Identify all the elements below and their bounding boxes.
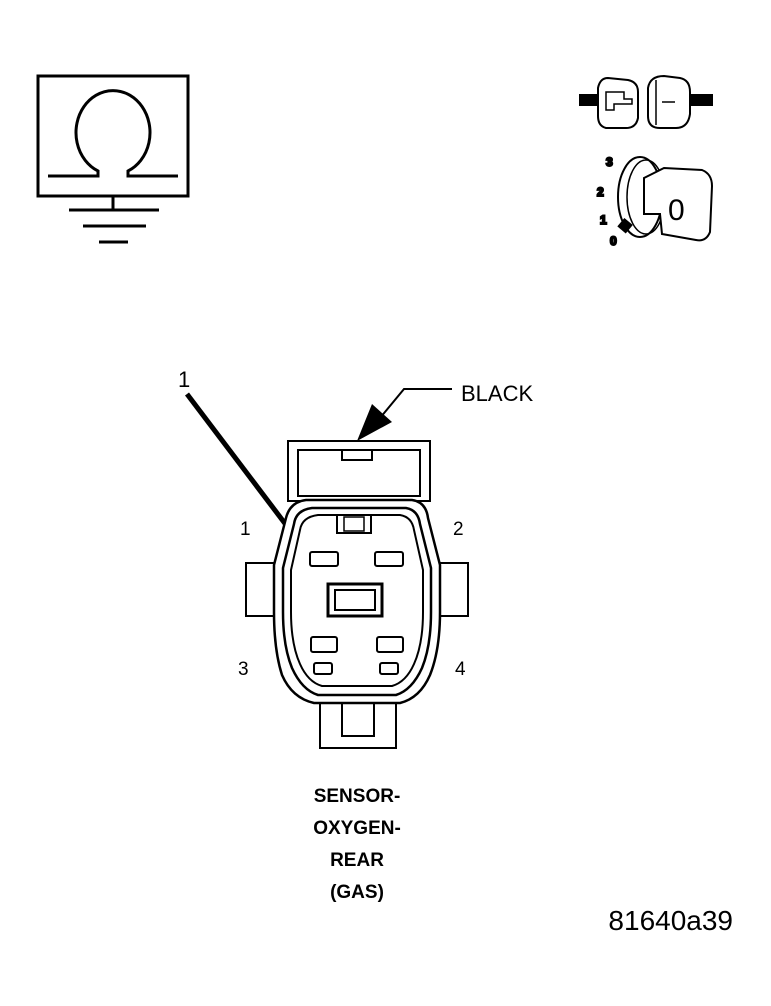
ignition-position-0: 0 <box>610 234 617 248</box>
cavity-label-3: 3 <box>238 659 249 680</box>
callout-number: 1 <box>178 367 190 392</box>
cavity-2 <box>374 551 404 567</box>
caption-line-4: (GAS) <box>330 882 384 903</box>
cavity-1 <box>309 551 339 567</box>
oxygen-sensor-connector <box>245 440 469 749</box>
ignition-key-label: 0 <box>668 194 685 227</box>
caption-line-2: OXYGEN- <box>313 818 401 839</box>
caption-line-3: REAR <box>330 850 384 871</box>
ohm-ground-icon <box>36 74 190 244</box>
figure-id: 81640a39 <box>608 905 733 936</box>
cavity-label-2: 2 <box>453 519 464 540</box>
cavity-4 <box>376 636 404 653</box>
cavity-label-1: 1 <box>240 519 251 540</box>
ignition-key-off-icon: 3 2 1 0 0 <box>596 154 714 249</box>
color-leader-arrow <box>357 388 452 441</box>
connector-color-label: BLACK <box>461 381 533 406</box>
ignition-position-3: 3 <box>606 155 613 169</box>
disconnected-connector-icon <box>579 74 713 129</box>
caption-line-1: SENSOR- <box>314 786 401 807</box>
cavity-label-4: 4 <box>455 659 466 680</box>
cavity-3 <box>310 636 338 653</box>
ignition-position-2: 2 <box>597 185 604 199</box>
ignition-position-1: 1 <box>600 213 607 227</box>
